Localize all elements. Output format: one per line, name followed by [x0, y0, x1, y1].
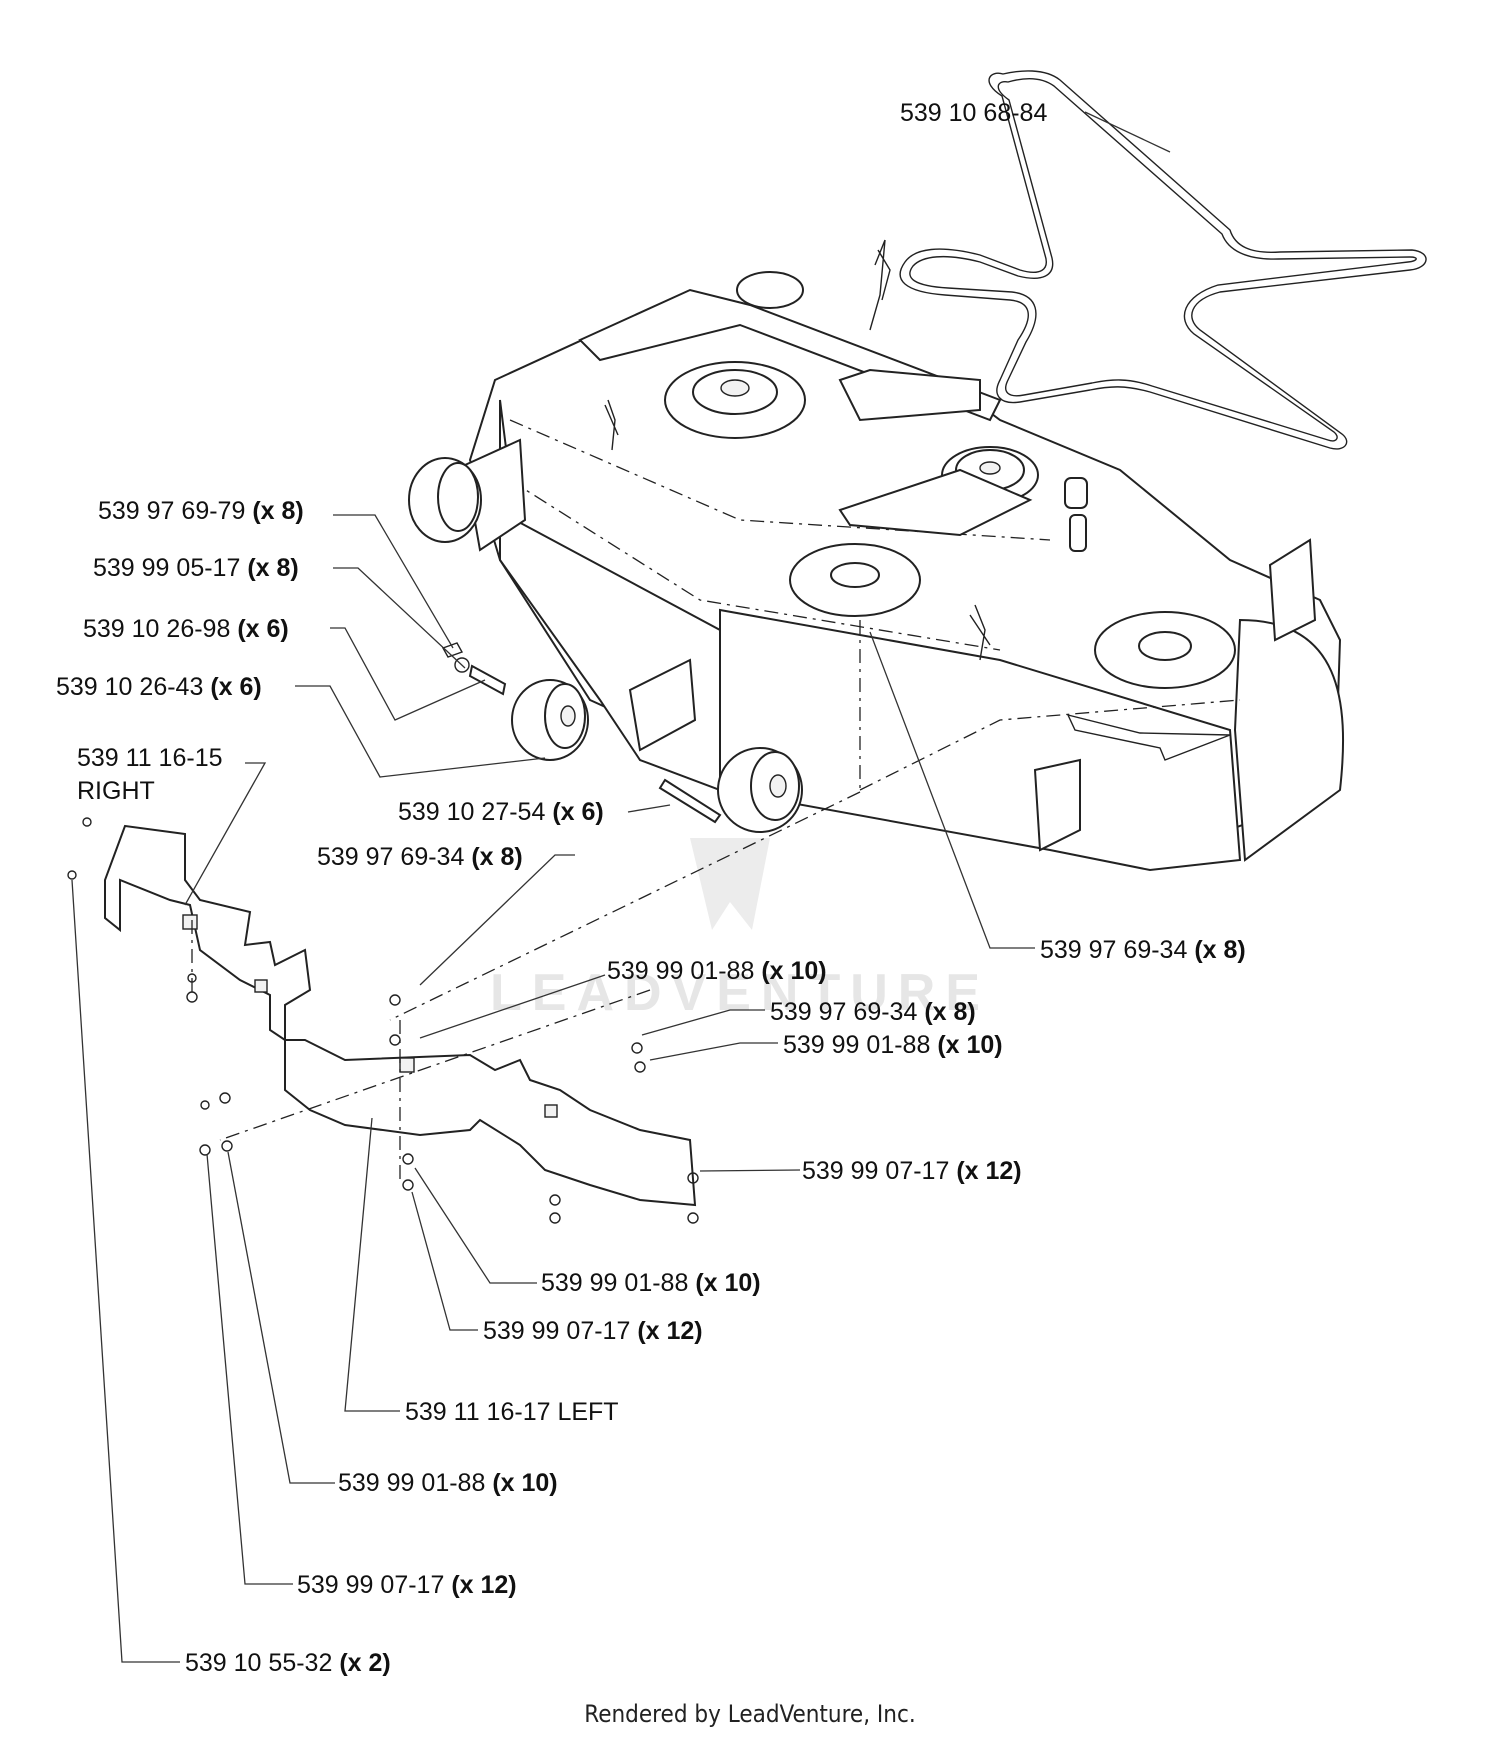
callout-washer-low: 539 99 01-88 (x 10) — [541, 1269, 761, 1297]
callout-washer-top: 539 99 05-17 (x 8) — [93, 554, 299, 582]
watermark-logo-icon — [690, 760, 770, 930]
callout-bolt-deck: 539 97 69-34 (x 8) — [1040, 936, 1246, 964]
callout-baffle-left: 539 11 16-17 LEFT — [405, 1398, 619, 1426]
assembly-lines — [191, 620, 861, 1180]
callout-bolt-left: 539 97 69-34 (x 8) — [317, 843, 523, 871]
drive-belt — [899, 70, 1427, 450]
anti-scalp-wheel-top — [736, 271, 804, 309]
callout-nut-low: 539 99 07-17 (x 12) — [483, 1317, 703, 1345]
footer-credit: Rendered by LeadVenture, Inc. — [584, 1700, 916, 1728]
leader-lines — [71, 111, 1171, 1663]
anti-scalp-wheel-front — [717, 747, 803, 833]
callout-nut-right: 539 99 07-17 (x 12) — [802, 1157, 1022, 1185]
callout-belt: 539 10 68-84 — [900, 99, 1047, 127]
mower-deck — [408, 239, 1345, 872]
callout-wheel-bolt: 539 10 27-54 (x 6) — [398, 798, 604, 826]
callout-screw-far: 539 10 55-32 (x 2) — [185, 1649, 391, 1677]
callout-baffle-right: 539 11 16-15 — [77, 744, 223, 772]
callout-washer-right: 539 99 01-88 (x 10) — [783, 1031, 1003, 1059]
watermark-text: LEADVENTURE — [490, 964, 990, 1022]
callout-washer-mid: 539 99 01-88 (x 10) — [607, 957, 827, 985]
callout-nut-far: 539 99 07-17 (x 12) — [297, 1571, 517, 1599]
callout-nut-top: 539 97 69-79 (x 8) — [98, 497, 304, 525]
leadventure-watermark: LEADVENTURE — [490, 760, 990, 1022]
baffle-right — [104, 824, 312, 1042]
callout-wheel: 539 10 26-43 (x 6) — [56, 673, 262, 701]
hardware-fasteners — [67, 817, 699, 1224]
callout-labels: 539 10 68-84 539 97 69-79 (x 8) 539 99 0… — [56, 99, 1246, 1677]
baffle-left — [284, 1039, 697, 1207]
callout-spacer: 539 10 26-98 (x 6) — [83, 615, 289, 643]
callout-bolt-right: 539 97 69-34 (x 8) — [770, 998, 976, 1026]
anti-scalp-wheel-left — [511, 679, 589, 761]
anti-scalp-wheel-rear — [408, 457, 482, 543]
callout-baffle-right-side: RIGHT — [77, 777, 155, 805]
callout-washer-far: 539 99 01-88 (x 10) — [338, 1469, 558, 1497]
